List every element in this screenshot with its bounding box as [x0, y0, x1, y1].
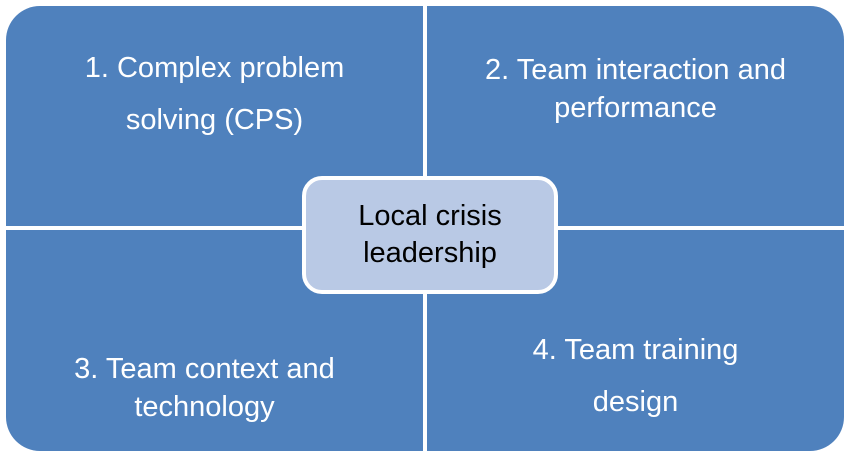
center-box-local-crisis-leadership: Local crisis leadership — [302, 176, 558, 294]
center-label: Local crisis leadership — [358, 198, 501, 272]
quadrant-2-line-2: performance — [554, 92, 717, 124]
quadrant-4-line-1: 4. Team training — [532, 334, 739, 366]
four-quadrant-diagram: 1. Complex problem solving (CPS) 2. Team… — [6, 6, 844, 451]
quadrant-4-label: 4. Team training design — [427, 324, 844, 428]
quadrant-complex-problem-solving: 1. Complex problem solving (CPS) — [6, 6, 423, 226]
center-line-1: Local crisis — [358, 200, 502, 232]
quadrant-3-line-1: 3. Team context and — [74, 353, 335, 385]
quadrant-1-line-1: 1. Complex problem — [84, 52, 345, 84]
quadrant-3-line-2: technology — [134, 391, 275, 423]
center-line-2: leadership — [363, 237, 497, 269]
quadrant-4-line-2: design — [592, 386, 679, 418]
quadrant-2-line-1: 2. Team interaction and — [485, 54, 786, 86]
quadrant-2-label: 2. Team interaction and performance — [427, 51, 844, 127]
quadrant-1-line-2: solving (CPS) — [125, 104, 304, 136]
quadrant-3-label: 3. Team context and technology — [6, 350, 403, 426]
quadrant-1-label: 1. Complex problem solving (CPS) — [6, 42, 423, 146]
